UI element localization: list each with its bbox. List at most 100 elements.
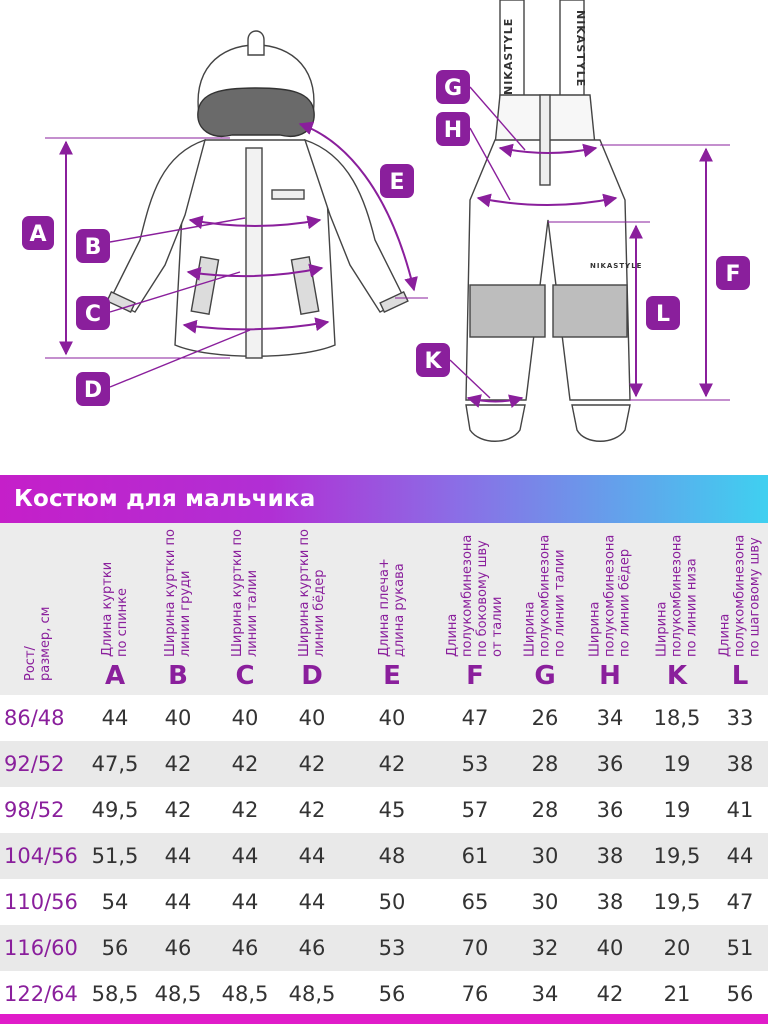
header-title: Ширина полукомбинезона по линии бёдер [587, 534, 633, 657]
value-cell: 40 [298, 706, 326, 730]
header-title: Ширина полукомбинезона по линии талии [522, 534, 568, 657]
label-g: G [444, 76, 462, 101]
value-cell: 56 [101, 936, 129, 960]
value-cell: 47 [726, 890, 754, 914]
value-cell: 44 [231, 844, 259, 868]
value-cell: 28 [531, 798, 559, 822]
value-cell: 44 [164, 890, 192, 914]
value-cell: 34 [531, 982, 559, 1006]
header-col-6: Длина полукомбинезона по боковому шву от… [433, 523, 517, 695]
header-title: Ширина полукомбинезона по линии низа [654, 534, 700, 657]
value-cell: 40 [164, 706, 192, 730]
value-cell: 34 [596, 706, 624, 730]
value-cell: 70 [461, 936, 489, 960]
size-cell: 116/60 [4, 936, 78, 960]
value-cell: 53 [378, 936, 406, 960]
value-cell: 18,5 [653, 706, 701, 730]
value-cell: 19,5 [653, 844, 701, 868]
value-cell: 32 [531, 936, 559, 960]
size-cell: 122/64 [4, 982, 78, 1006]
header-title: Длина полукомбинезона по шаговому шву [717, 534, 763, 657]
label-f: F [725, 262, 740, 287]
header-col-0: Рост/ размер, см [0, 523, 76, 695]
header-letter: L [731, 661, 749, 691]
label-badges: A B C D E F G H K L [22, 70, 750, 406]
header-letter: E [383, 661, 401, 691]
value-cell: 42 [596, 982, 624, 1006]
pants-illustration [465, 0, 631, 442]
value-cell: 41 [726, 798, 754, 822]
value-cell: 19,5 [653, 890, 701, 914]
value-cell: 61 [461, 844, 489, 868]
header-letter: F [466, 661, 484, 691]
value-cell: 42 [298, 798, 326, 822]
value-cell: 42 [164, 752, 192, 776]
value-cell: 50 [378, 890, 406, 914]
value-cell: 51,5 [91, 844, 139, 868]
value-cell: 45 [378, 798, 406, 822]
size-cell: 104/56 [4, 844, 78, 868]
value-cell: 56 [726, 982, 754, 1006]
size-cell: 86/48 [4, 706, 65, 730]
value-cell: 65 [461, 890, 489, 914]
value-cell: 19 [663, 752, 691, 776]
value-cell: 30 [531, 890, 559, 914]
measurement-lines [45, 86, 730, 409]
value-cell: 44 [298, 844, 326, 868]
label-d: D [84, 378, 102, 403]
label-l: L [656, 302, 670, 327]
value-cell: 21 [663, 982, 691, 1006]
value-cell: 53 [461, 752, 489, 776]
value-cell: 44 [298, 890, 326, 914]
value-cell: 36 [596, 752, 624, 776]
header-title: Длина плеча+ длина рукава [377, 558, 407, 657]
value-cell: 42 [298, 752, 326, 776]
value-cell: 48,5 [221, 982, 269, 1006]
header-letter: A [104, 661, 126, 691]
label-c: C [85, 302, 101, 327]
value-cell: 54 [101, 890, 129, 914]
value-cell: 44 [231, 890, 259, 914]
strap-brand-right: NIKASTYLE [574, 10, 587, 87]
value-cell: 33 [726, 706, 754, 730]
header-title: Длина куртки по спинке [100, 561, 130, 657]
value-cell: 42 [231, 752, 259, 776]
value-cell: 47 [461, 706, 489, 730]
header-title: Ширина куртки по линии груди [163, 529, 193, 657]
value-cell: 46 [231, 936, 259, 960]
value-cell: 38 [596, 890, 624, 914]
label-h: H [444, 118, 462, 143]
strap-brand-left: NIKASTYLE [502, 18, 515, 95]
value-cell: 57 [461, 798, 489, 822]
header-letter: G [534, 661, 556, 691]
label-k: K [424, 349, 442, 374]
garment-diagram: NIKASTYLE NIKASTYLE NIKASTYLE [22, 0, 750, 442]
value-cell: 47,5 [91, 752, 139, 776]
header-letter: C [235, 661, 255, 691]
value-cell: 76 [461, 982, 489, 1006]
value-cell: 44 [101, 706, 129, 730]
label-a: A [29, 222, 46, 247]
header-title: Длина полукомбинезона по боковому шву от… [445, 534, 505, 657]
value-cell: 48,5 [154, 982, 202, 1006]
header-title: Ширина куртки по линии талии [230, 529, 260, 657]
value-cell: 40 [596, 936, 624, 960]
value-cell: 48,5 [288, 982, 336, 1006]
value-cell: 20 [663, 936, 691, 960]
value-cell: 42 [164, 798, 192, 822]
value-cell: 56 [378, 982, 406, 1006]
value-cell: 40 [378, 706, 406, 730]
jacket-illustration [106, 30, 409, 359]
header-title: Рост/ размер, см [23, 606, 53, 681]
